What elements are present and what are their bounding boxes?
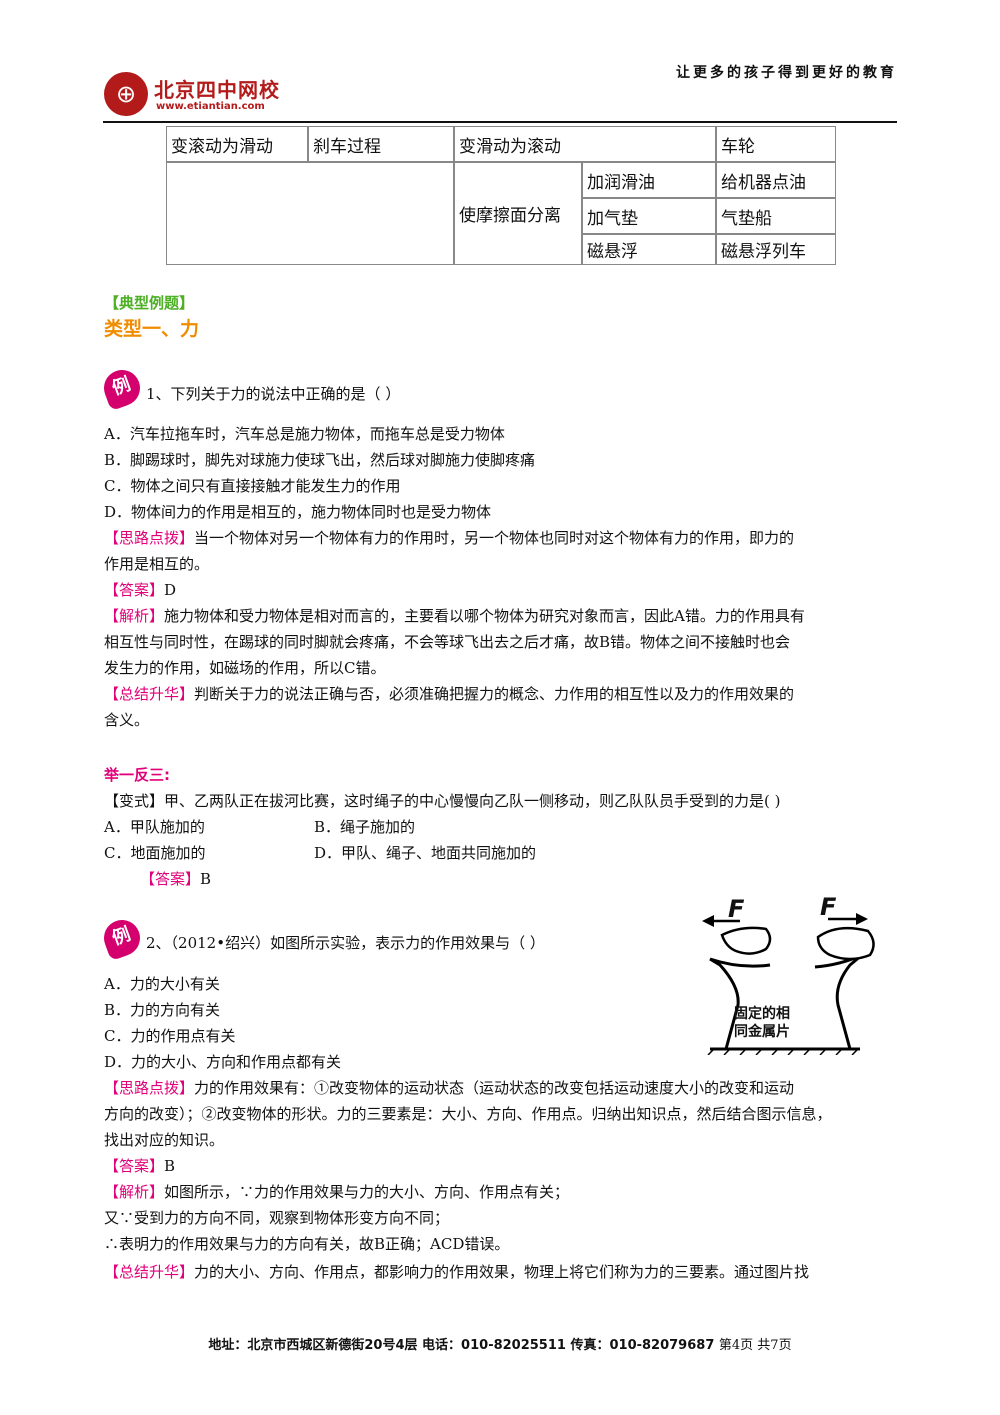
analysis-line: 【解析】如图所示，∵力的作用效果与力的大小、方向、作用点有关； <box>104 1179 569 1205</box>
variant-question: 【变式】甲、乙两队正在拔河比赛，这时绳子的中心慢慢向乙队一侧移动，则乙队队员手受… <box>104 792 781 810</box>
logo-url: www.etiantian.com <box>156 101 265 112</box>
experiment-figure: F F 固定的相 同金属片 <box>700 893 900 1056</box>
hint-line: 方向的改变）；②改变物体的形状。力的三要素是：大小、方向、作用点。归纳出知识点，… <box>104 1105 832 1123</box>
option: C．物体之间只有直接接触才能发生力的作用 <box>104 477 401 495</box>
hint-line: 找出对应的知识。 <box>104 1131 225 1149</box>
table-cell: 刹车过程 <box>308 126 454 162</box>
analysis-tag: 【解析】 <box>104 1183 165 1201</box>
summary-text: 力的大小、方向、作用点，都影响力的作用效果，物理上将它们称为力的三要素。通过图片… <box>194 1263 810 1281</box>
section-title: 【典型例题】 <box>104 294 195 312</box>
friction-table: 变滚动为滑动 刹车过程 变滑动为滚动 车轮 使摩擦面分离 加润滑油 给机器点油 … <box>166 126 836 265</box>
option: B．脚踢球时，脚先对球施力使球飞出，然后球对脚施力使脚疼痛 <box>104 451 536 469</box>
force-label-right: F <box>820 893 837 921</box>
table-row: 磁悬浮 磁悬浮列车 <box>166 234 836 265</box>
analysis-line: 相互性与同时性，在踢球的同时脚就会疼痛，不会等球飞出去之后才痛，故B错。物体之间… <box>104 633 791 651</box>
option: D．物体间力的作用是相互的，施力物体同时也是受力物体 <box>104 503 492 521</box>
option: B．力的方向有关 <box>104 1001 221 1019</box>
table-cell: 磁悬浮列车 <box>716 234 836 265</box>
variant-title: 举一反三: <box>104 766 170 784</box>
type-title: 类型一、力 <box>104 318 200 340</box>
summary-line: 【总结升华】判断关于力的说法正确与否，必须准确把握力的概念、力作用的相互性以及力… <box>104 681 794 707</box>
figure-label: 固定的相 <box>734 1006 790 1022</box>
hint-line: 【思路点拨】当一个物体对另一个物体有力的作用时，另一个物体也同时对这个物体有力的… <box>104 525 794 551</box>
summary-line: 【总结升华】力的大小、方向、作用点，都影响力的作用效果，物理上将它们称为力的三要… <box>104 1259 809 1285</box>
table-row: 变滚动为滑动 刹车过程 变滑动为滚动 车轮 <box>166 126 836 162</box>
force-label-left: F <box>728 895 745 923</box>
option: D．力的大小、方向和作用点都有关 <box>104 1053 342 1071</box>
example-badge-icon: 例 <box>98 364 146 412</box>
option: C．力的作用点有关 <box>104 1027 236 1045</box>
logo-emblem-icon: ⊕ <box>104 72 148 116</box>
summary-tag: 【总结升华】 <box>104 1263 195 1281</box>
figure-label: 同金属片 <box>734 1024 790 1040</box>
header-slogan: 让更多的孩子得到更好的教育 <box>676 65 897 81</box>
school-logo: ⊕ 北京四中网校 www.etiantian.com <box>104 72 284 120</box>
logo-name: 北京四中网校 <box>154 78 280 102</box>
answer-tag: 【答案】 <box>104 581 165 599</box>
option: C．地面施加的 <box>104 844 206 862</box>
hint-text: 力的作用效果有：①改变物体的运动状态（运动状态的改变包括运动速度大小的改变和运动 <box>194 1079 795 1097</box>
table-cell: 变滑动为滚动 <box>454 126 716 162</box>
option: A．甲队施加的 <box>104 818 205 836</box>
answer-tag: 【答案】 <box>140 870 201 888</box>
summary-tag: 【总结升华】 <box>104 685 195 703</box>
question: 2、（2012•绍兴）如图所示实验，表示力的作用效果与（ ） <box>146 934 545 952</box>
page-number: 第4页 共7页 <box>718 1338 792 1353</box>
hint-tag: 【思路点拨】 <box>104 1079 195 1097</box>
analysis-text: 施力物体和受力物体是相对而言的，主要看以哪个物体为研究对象而言，因此A错。力的作… <box>164 607 805 625</box>
option: D．甲队、绳子、地面共同施加的 <box>314 844 537 862</box>
table-cell: 气垫船 <box>716 198 836 234</box>
analysis-line: 又∵受到力的方向不同，观察到物体形变方向不同； <box>104 1209 450 1227</box>
analysis-line: 【解析】施力物体和受力物体是相对而言的，主要看以哪个物体为研究对象而言，因此A错… <box>104 603 805 629</box>
table-cell-empty <box>166 162 454 265</box>
table-cell: 车轮 <box>716 126 836 162</box>
answer-line: 【答案】B <box>104 1153 175 1179</box>
answer-value: B <box>200 870 212 888</box>
table-cell: 变滚动为滑动 <box>166 126 308 162</box>
table-row: 加气垫 气垫船 <box>166 198 836 234</box>
answer-line: 【答案】D <box>104 577 176 603</box>
option: A．汽车拉拖车时，汽车总是施力物体，而拖车总是受力物体 <box>104 425 505 443</box>
hint-tag: 【思路点拨】 <box>104 529 195 547</box>
table-cell: 给机器点油 <box>716 162 836 198</box>
option: B．绳子施加的 <box>314 818 416 836</box>
page-footer: 地址：北京市西城区新德街20号4层 电话：010-82025511 传真：010… <box>0 1334 1000 1353</box>
answer-value: D <box>164 581 177 599</box>
analysis-line: ∴表明力的作用效果与力的方向有关，故B正确；ACD错误。 <box>104 1235 510 1253</box>
answer-tag: 【答案】 <box>104 1157 165 1175</box>
analysis-line: 发生力的作用，如磁场的作用，所以C错。 <box>104 659 386 677</box>
table-cell: 加润滑油 <box>582 162 716 198</box>
hint-line: 作用是相互的。 <box>104 555 210 573</box>
answer-value: B <box>164 1157 176 1175</box>
analysis-tag: 【解析】 <box>104 607 165 625</box>
question: 1、下列关于力的说法中正确的是（ ） <box>146 385 401 403</box>
footer-address: 地址：北京市西城区新德街20号4层 电话：010-82025511 传真：010… <box>208 1338 715 1353</box>
summary-line: 含义。 <box>104 711 150 729</box>
header-divider <box>103 121 897 123</box>
example-badge-icon: 例 <box>98 914 146 962</box>
answer-line: 【答案】B <box>140 866 211 892</box>
metal-sheet-drawing <box>702 913 875 1056</box>
table-cell: 磁悬浮 <box>582 234 716 265</box>
hint-line: 【思路点拨】力的作用效果有：①改变物体的运动状态（运动状态的改变包括运动速度大小… <box>104 1075 794 1101</box>
table-row: 使摩擦面分离 加润滑油 给机器点油 <box>166 162 836 265</box>
table-cell: 使摩擦面分离 <box>454 162 582 265</box>
option: A．力的大小有关 <box>104 975 220 993</box>
analysis-text: 如图所示，∵力的作用效果与力的大小、方向、作用点有关； <box>164 1183 570 1201</box>
table-cell: 加气垫 <box>582 198 716 234</box>
summary-text: 判断关于力的说法正确与否，必须准确把握力的概念、力作用的相互性以及力的作用效果的 <box>194 685 795 703</box>
hint-text: 当一个物体对另一个物体有力的作用时，另一个物体也同时对这个物体有力的作用，即力的 <box>194 529 795 547</box>
